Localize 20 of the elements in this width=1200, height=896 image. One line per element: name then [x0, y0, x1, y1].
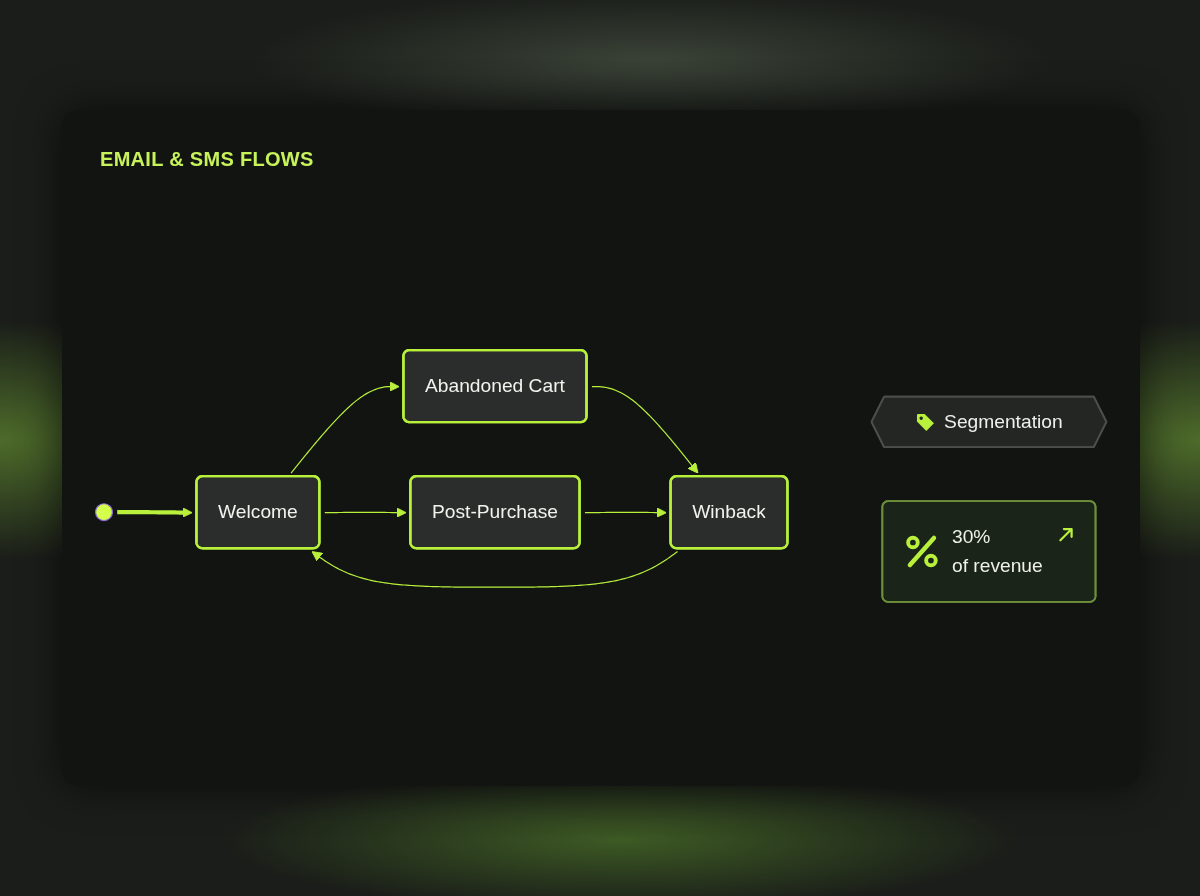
arrow [324, 507, 407, 518]
flow-step-box [409, 474, 581, 550]
arrow [584, 507, 667, 518]
flow-step-box [402, 348, 588, 424]
step-label: Abandoned Cart [425, 374, 565, 398]
flow-step-box [195, 474, 321, 550]
step-label: Winback [692, 500, 766, 524]
flow-step-box [669, 474, 789, 550]
tag-chip [870, 395, 1108, 448]
thick-arrow [117, 507, 193, 518]
start-dot [95, 503, 113, 522]
tag-label: Segmentation [944, 410, 1063, 434]
step-label: Post-Purchase [431, 500, 558, 524]
arrow [311, 551, 679, 588]
arrow [290, 381, 400, 474]
metric-card [881, 500, 1097, 603]
arrow [591, 386, 699, 474]
diagram-title: EMAIL & SMS FLOWS [100, 148, 314, 171]
metric-label: 30% of revenue [951, 525, 1043, 578]
step-label: Welcome [218, 500, 298, 524]
